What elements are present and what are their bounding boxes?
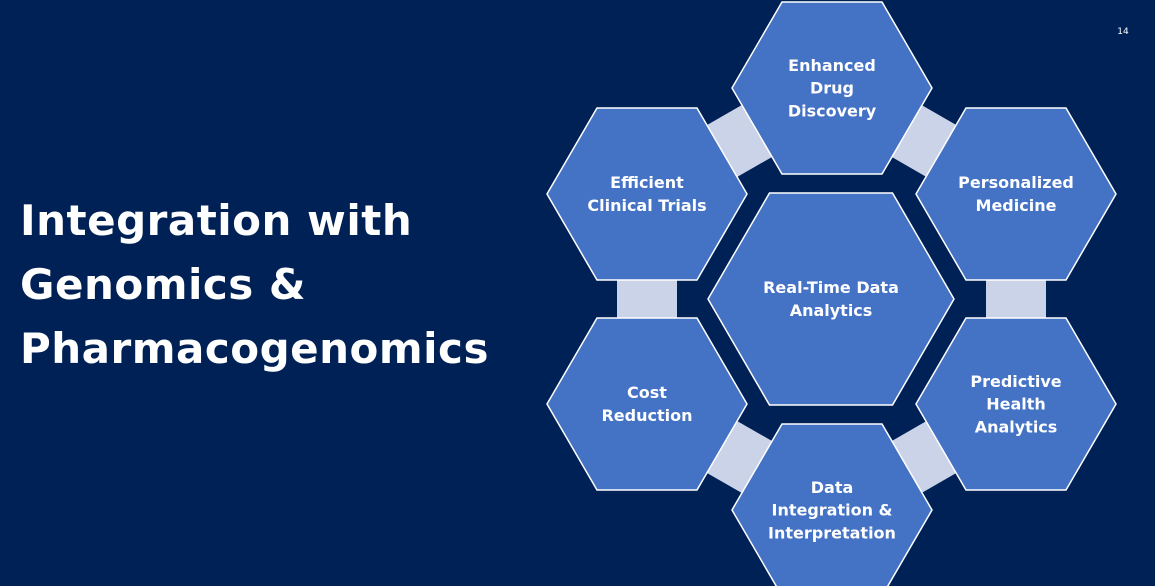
hexagon-predictive-health-analytics-label-line-2: Health	[986, 395, 1046, 414]
hexagon-personalized-medicine-label-line-2: Medicine	[976, 196, 1057, 215]
slide-number: 14	[1117, 27, 1129, 37]
slide-title-line-1: Integration with	[20, 196, 413, 245]
hexagon-data-integration-interpretation-label-line-1: Data	[811, 478, 854, 497]
hexagon-enhanced-drug-discovery-shape	[731, 1, 933, 175]
hexagon-cost-reduction-label-line-1: Cost	[627, 383, 667, 402]
slide-title: Integration with Genomics & Pharmacogeno…	[20, 189, 489, 381]
hexagon-personalized-medicine-label-line-1: Personalized	[958, 173, 1074, 192]
hexagon-efficient-clinical-trials-label-line-1: Efficient	[610, 173, 684, 192]
hexagon-data-integration-interpretation-label-line-2: Integration &	[771, 501, 892, 520]
hexagon-efficient-clinical-trials-shape	[546, 107, 748, 281]
hexagon-center-real-time-data-analytics-label-line-2: Analytics	[790, 301, 873, 320]
hexagon-enhanced-drug-discovery-label-line-1: Enhanced	[788, 56, 876, 75]
slide-title-line-3: Pharmacogenomics	[20, 324, 489, 373]
slide-title-line-2: Genomics &	[20, 260, 307, 309]
hexagon-data-integration-interpretation-shape	[731, 423, 933, 586]
hexagon-personalized-medicine-shape	[915, 107, 1117, 281]
hexagon-center-real-time-data-analytics-label-line-1: Real-Time Data	[763, 278, 899, 297]
hexagon-predictive-health-analytics-label-line-1: Predictive	[970, 372, 1061, 391]
hexagon-data-integration-interpretation-label-line-3: Interpretation	[768, 523, 896, 542]
diagram-hexagons: EnhancedDrugDiscoveryPersonalizedMedicin…	[546, 1, 1117, 586]
hexagon-center-real-time-data-analytics-shape	[707, 192, 955, 406]
hexagon-cost-reduction-shape	[546, 317, 748, 491]
hexagon-predictive-health-analytics-shape	[915, 317, 1117, 491]
hexagon-predictive-health-analytics-label-line-3: Analytics	[975, 417, 1058, 436]
hexagon-enhanced-drug-discovery-label-line-3: Discovery	[788, 101, 877, 120]
hexagon-efficient-clinical-trials-label-line-2: Clinical Trials	[587, 196, 706, 215]
hexagon-cost-reduction-label-line-2: Reduction	[601, 406, 692, 425]
hexagon-enhanced-drug-discovery-label-line-2: Drug	[810, 79, 854, 98]
